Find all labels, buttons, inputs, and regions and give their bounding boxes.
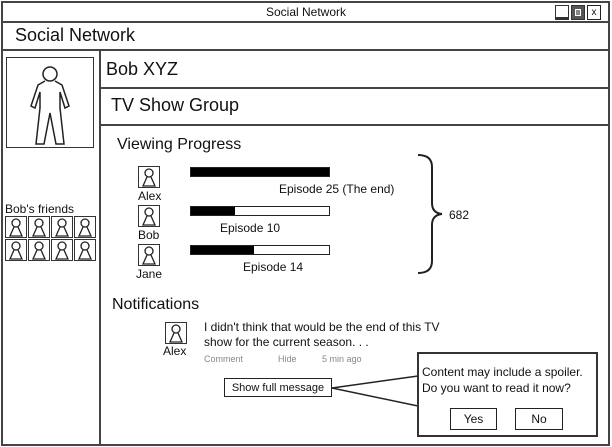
yes-button[interactable]: Yes [450, 408, 497, 430]
group-brace [417, 154, 443, 274]
notification-text-line2: show for the current season. . . [204, 335, 369, 349]
minimize-button[interactable] [555, 5, 569, 20]
comment-link[interactable]: Comment [204, 354, 244, 364]
person-icon [31, 218, 47, 237]
person-icon [168, 324, 184, 343]
person-icon [141, 246, 157, 265]
episode-label: Episode 10 [220, 221, 281, 235]
friend-avatar[interactable] [74, 216, 96, 238]
spoiler-warning-line1: Content may include a spoiler. [422, 365, 583, 379]
person-icon [30, 66, 70, 145]
profile-name: Bob XYZ [106, 59, 179, 79]
episode-label: Episode 25 (The end) [279, 182, 395, 196]
yes-label: Yes [463, 412, 484, 426]
progress-bar [190, 206, 330, 216]
progress-fill [191, 168, 329, 176]
app-title: Social Network [15, 25, 136, 45]
progress-title: Viewing Progress [117, 136, 242, 153]
spoiler-popup: Content may include a spoiler. Do you wa… [417, 352, 598, 437]
friend-avatar[interactable] [51, 239, 73, 261]
person-icon [8, 218, 24, 237]
progress-fill [191, 246, 255, 254]
person-icon [54, 218, 70, 237]
user-name[interactable]: Jane [136, 267, 163, 281]
progress-bar [190, 245, 330, 255]
maximize-button[interactable] [571, 5, 585, 20]
user-avatar[interactable] [138, 166, 160, 188]
person-icon [141, 207, 157, 226]
notification-avatar[interactable] [165, 322, 187, 344]
person-icon [31, 241, 47, 260]
group-title: TV Show Group [111, 95, 240, 115]
friend-avatar[interactable] [5, 216, 27, 238]
popup-callout [331, 375, 419, 407]
person-icon [77, 241, 93, 260]
friend-avatar[interactable] [28, 216, 50, 238]
friends-grid [5, 216, 99, 264]
person-icon [141, 168, 157, 187]
person-icon [77, 218, 93, 237]
friends-label: Bob's friends [5, 202, 74, 216]
progress-bar [190, 167, 330, 177]
friend-avatar[interactable] [5, 239, 27, 261]
close-icon: x [591, 7, 597, 18]
user-avatar[interactable] [138, 205, 160, 227]
user-name[interactable]: Bob [138, 228, 160, 242]
spoiler-warning-line2: Do you want to read it now? [422, 381, 571, 395]
notification-user[interactable]: Alex [163, 344, 187, 358]
friend-avatar[interactable] [51, 216, 73, 238]
friend-avatar[interactable] [74, 239, 96, 261]
notifications-title: Notifications [112, 296, 200, 313]
no-button[interactable]: No [515, 408, 563, 430]
profile-avatar[interactable] [6, 57, 94, 148]
notification-text-line1: I didn't think that would be the end of … [204, 320, 440, 334]
person-icon [8, 241, 24, 260]
window-title: Social Network [265, 5, 347, 19]
group-reference-number: 682 [449, 208, 470, 222]
hide-link[interactable]: Hide [278, 354, 297, 364]
notification-time: 5 min ago [322, 354, 362, 364]
person-icon [54, 241, 70, 260]
show-full-message-button[interactable]: Show full message [224, 378, 332, 397]
friend-avatar[interactable] [28, 239, 50, 261]
show-full-message-label: Show full message [231, 381, 325, 394]
user-name[interactable]: Alex [138, 189, 162, 203]
progress-fill [191, 207, 236, 215]
episode-label: Episode 14 [243, 260, 304, 274]
user-avatar[interactable] [138, 244, 160, 266]
no-label: No [531, 412, 547, 426]
close-button[interactable]: x [587, 5, 601, 20]
